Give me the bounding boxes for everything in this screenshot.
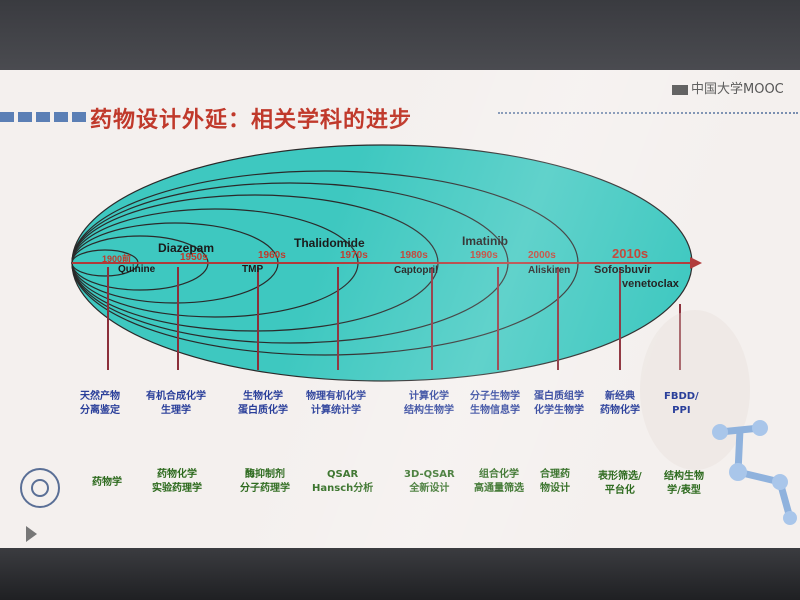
application-label: 结构生物学/表型 — [664, 470, 704, 498]
drug-label: Thalidomide — [294, 236, 365, 250]
discipline-line1: 有机合成化学 — [146, 391, 206, 402]
drug-label: Diazepam — [158, 241, 215, 255]
application-line2: 实验药理学 — [152, 483, 202, 494]
discipline-line2: 结构生物学 — [404, 405, 454, 416]
drug-label: Quinine — [118, 264, 156, 275]
year-label: 1970s — [340, 250, 368, 261]
discipline-label: 天然产物分离鉴定 — [80, 390, 120, 418]
application-label: 药物化学实验药理学 — [152, 468, 202, 496]
discipline-line2: 化学生物学 — [534, 405, 584, 416]
drug-label: Sofosbuvir — [594, 264, 652, 276]
discipline-line2: 计算统计学 — [311, 405, 361, 416]
application-line2: 物设计 — [540, 483, 570, 494]
application-label: 合理药物设计 — [540, 468, 570, 496]
application-line1: 酶抑制剂 — [245, 469, 285, 480]
drug-label: Aliskiren — [528, 265, 571, 276]
application-label: 3D-QSAR 全新设计 — [404, 468, 455, 496]
discipline-label: FBDD/PPI — [664, 390, 699, 418]
monitor-bezel-bottom — [0, 548, 800, 600]
discipline-label: 物理有机化学计算统计学 — [306, 390, 366, 418]
discipline-label: 分子生物学生物信息学 — [470, 390, 520, 418]
application-label: 酶抑制剂分子药理学 — [240, 468, 290, 496]
application-label: 表形筛选/平台化 — [598, 470, 642, 498]
discipline-line1: 天然产物 — [80, 391, 120, 402]
slide-screen: 中国大学MOOC 药物设计外延：相关学科的进步 — [0, 70, 800, 548]
application-line1: 表形筛选/ — [598, 471, 642, 482]
slide-title: 药物设计外延：相关学科的进步 — [90, 108, 413, 133]
drug-label: TMP — [242, 264, 264, 275]
application-line1: 3D-QSAR — [404, 469, 455, 480]
year-label: 1950s — [180, 252, 208, 263]
application-label: 组合化学高通量筛选 — [474, 468, 524, 496]
university-logo — [20, 468, 60, 508]
discipline-line1: 蛋白质组学 — [534, 391, 584, 402]
application-line1: 组合化学 — [479, 469, 519, 480]
monitor-bezel-top — [0, 0, 800, 70]
drug-label: venetoclax — [622, 278, 679, 290]
application-label: 药物学 — [92, 476, 122, 490]
application-line2: 高通量筛选 — [474, 483, 524, 494]
application-line1: QSAR — [327, 469, 359, 480]
application-line1: 结构生物 — [664, 471, 704, 482]
discipline-line2: PPI — [672, 405, 691, 416]
discipline-label: 计算化学结构生物学 — [404, 390, 454, 418]
drop-lines — [107, 267, 681, 370]
application-line2: 学/表型 — [667, 485, 701, 496]
application-line2: 分子药理学 — [240, 483, 290, 494]
application-line1: 合理药 — [540, 469, 570, 480]
drug-label: Imatinib — [462, 234, 509, 248]
mooc-watermark: 中国大学MOOC — [672, 78, 784, 97]
title-decoration — [0, 112, 86, 122]
discipline-line1: FBDD/ — [664, 391, 699, 402]
discipline-line2: 药物化学 — [600, 405, 640, 416]
application-line2: 全新设计 — [409, 483, 450, 494]
discipline-line1: 新经典 — [605, 391, 635, 402]
discipline-label: 蛋白质组学化学生物学 — [534, 390, 584, 418]
discipline-line2: 分离鉴定 — [80, 405, 120, 416]
discipline-line1: 分子生物学 — [470, 391, 520, 402]
mooc-watermark-text: 中国大学MOOC — [691, 82, 784, 97]
year-label: 1900前 — [102, 254, 132, 264]
discipline-line1: 计算化学 — [409, 391, 449, 402]
mooc-logo-icon — [672, 84, 688, 95]
application-line2: 平台化 — [604, 485, 635, 496]
year-label: 1980s — [400, 250, 428, 261]
year-label: 2000s — [528, 250, 556, 261]
discipline-line1: 物理有机化学 — [306, 391, 366, 402]
screen-reflection — [640, 310, 750, 470]
year-label: 2010s — [612, 246, 649, 261]
application-label: QSAR Hansch分析 — [312, 468, 373, 496]
year-label: 1960s — [258, 250, 286, 261]
drug-label: Captopril — [394, 265, 438, 276]
timeline-axis — [72, 257, 702, 269]
discipline-line2: 蛋白质化学 — [238, 405, 288, 416]
discipline-line2: 生物信息学 — [470, 405, 520, 416]
timeline-diagram — [71, 144, 702, 382]
application-line1: 药物化学 — [157, 469, 197, 480]
discipline-label: 有机合成化学生理学 — [146, 390, 206, 418]
application-line1: 药物学 — [92, 477, 122, 488]
discipline-label: 新经典药物化学 — [600, 390, 640, 418]
discipline-line1: 生物化学 — [243, 391, 283, 402]
application-line2: Hansch分析 — [312, 483, 374, 494]
year-label: 1990s — [470, 250, 498, 261]
play-button-icon[interactable] — [26, 526, 37, 542]
molecule-icon — [712, 420, 797, 525]
discipline-label: 生物化学蛋白质化学 — [238, 390, 288, 418]
discipline-line2: 生理学 — [161, 405, 191, 416]
title-underline — [498, 112, 798, 114]
